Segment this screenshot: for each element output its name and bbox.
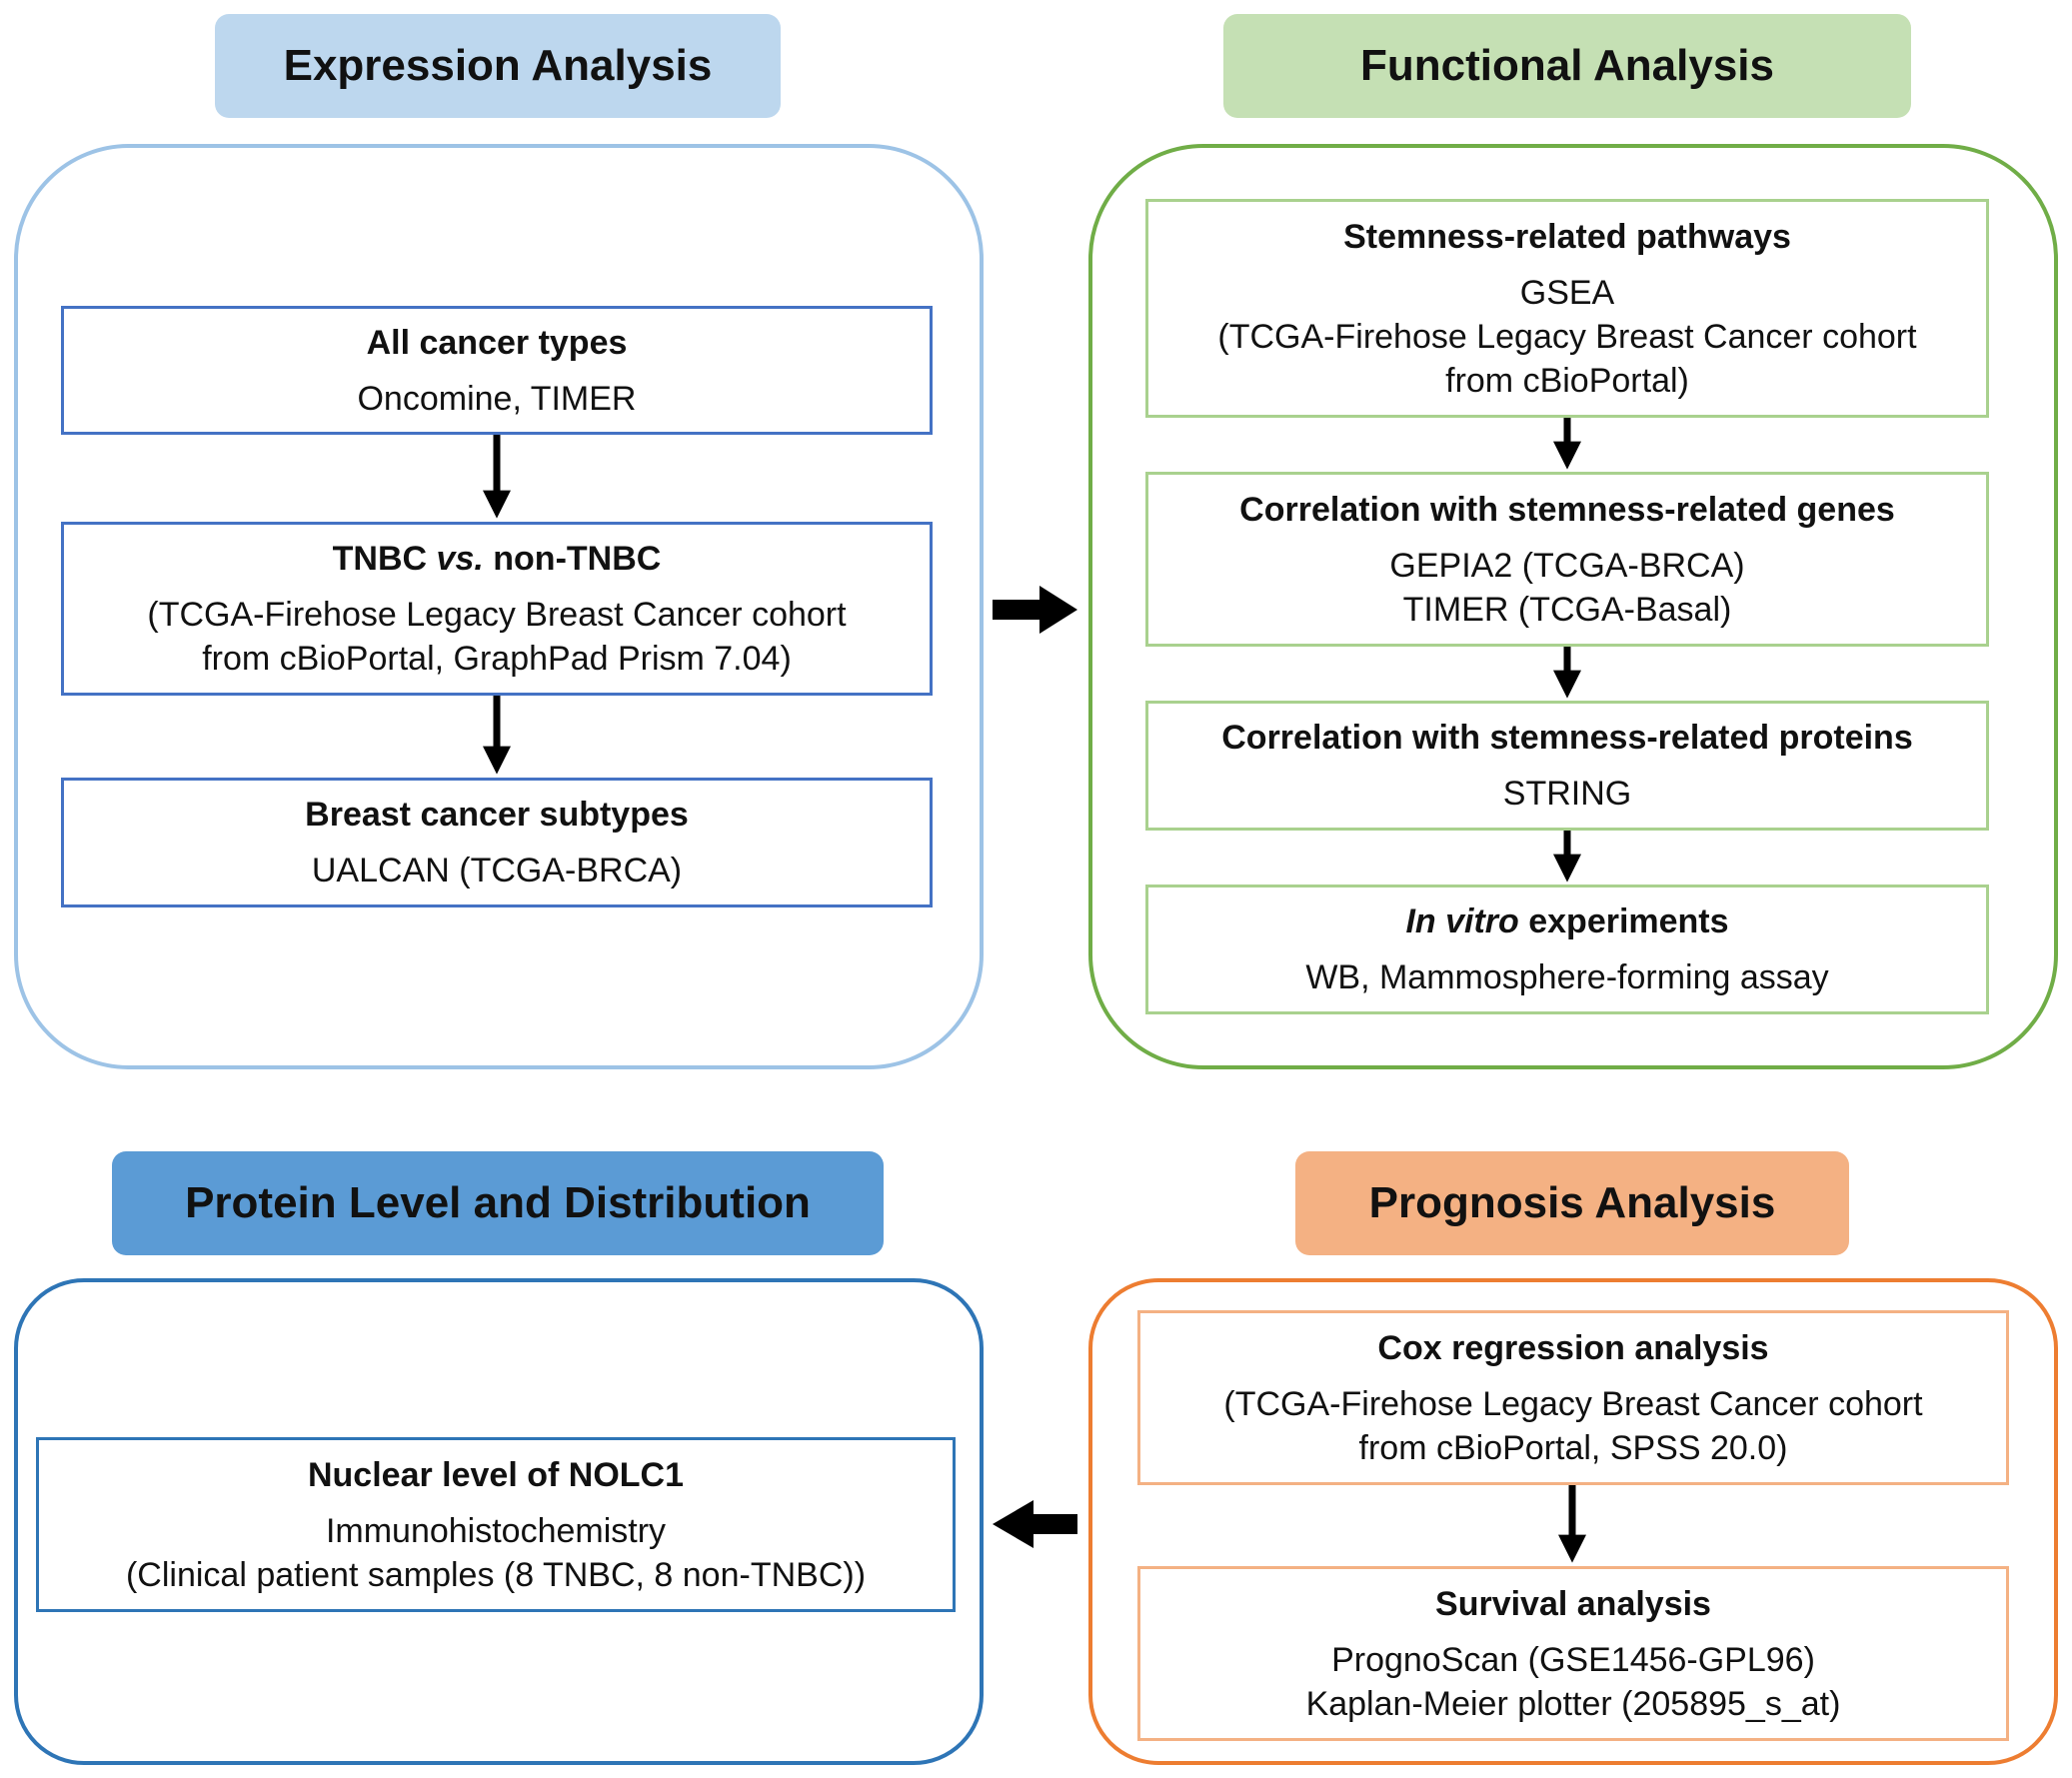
box-line: (TCGA-Firehose Legacy Breast Cancer coho… [1223, 1384, 1923, 1423]
box-line: STRING [1502, 775, 1632, 813]
box-line: Immunohistochemistry [325, 1511, 667, 1550]
box-line: GEPIA2 (TCGA-BRCA) [1389, 546, 1745, 585]
cox-regression-box: Cox regression analysis (TCGA-Firehose L… [1137, 1310, 2009, 1485]
box-line: (TCGA-Firehose Legacy Breast Cancer coho… [1217, 317, 1917, 356]
tnbc-vs-non-tnbc-box: TNBC vs. non-TNBC (TCGA-Firehose Legacy … [61, 522, 933, 696]
nuclear-level-box: Nuclear level of NOLC1 Immunohistochemis… [36, 1437, 956, 1612]
survival-analysis-box: Survival analysis PrognoScan (GSE1456-GP… [1137, 1566, 2009, 1741]
box-title: Breast cancer subtypes [305, 796, 689, 834]
box-line: UALCAN (TCGA-BRCA) [311, 852, 683, 889]
title-part: experiments [1518, 902, 1729, 940]
box-title: Stemness-related pathways [1343, 217, 1791, 256]
box-line: TIMER (TCGA-Basal) [1402, 590, 1732, 629]
box-title: Correlation with stemness-related genes [1239, 490, 1895, 529]
box-line: from cBioPortal, GraphPad Prism 7.04) [202, 640, 792, 678]
protein-level-header: Protein Level and Distribution [112, 1151, 884, 1255]
box-line: Oncomine, TIMER [357, 379, 637, 418]
box-title: Nuclear level of NOLC1 [307, 1455, 684, 1494]
box-line: WB, Mammosphere-forming assay [1305, 958, 1829, 996]
stemness-pathways-box: Stemness-related pathways GSEA (TCGA-Fir… [1145, 199, 1989, 418]
box-title: Cox regression analysis [1377, 1328, 1769, 1367]
stemness-genes-box: Correlation with stemness-related genes … [1145, 472, 1989, 647]
prognosis-analysis-header: Prognosis Analysis [1295, 1151, 1849, 1255]
all-cancer-types-box: All cancer types Oncomine, TIMER [61, 306, 933, 435]
title-italic-part: vs. [436, 540, 484, 578]
title-part: non-TNBC [483, 540, 662, 578]
right-block-arrow-icon [993, 586, 1077, 634]
box-title: Correlation with stemness-related protei… [1221, 719, 1913, 757]
in-vitro-experiments-box: In vitro experiments WB, Mammosphere-for… [1145, 885, 1989, 1014]
expression-analysis-header: Expression Analysis [215, 14, 781, 118]
box-line: GSEA [1519, 273, 1615, 312]
box-title: In vitro experiments [1405, 899, 1728, 943]
left-block-arrow-icon [993, 1500, 1077, 1548]
box-line: PrognoScan (GSE1456-GPL96) [1331, 1640, 1815, 1679]
box-title: TNBC vs. non-TNBC [333, 537, 662, 581]
title-italic-part: In vitro [1405, 902, 1519, 940]
box-title: All cancer types [366, 323, 628, 362]
functional-analysis-header: Functional Analysis [1223, 14, 1911, 118]
box-line: (TCGA-Firehose Legacy Breast Cancer coho… [147, 596, 847, 634]
stemness-proteins-box: Correlation with stemness-related protei… [1145, 701, 1989, 831]
box-title: Survival analysis [1435, 1584, 1711, 1623]
box-line: from cBioPortal) [1445, 361, 1689, 400]
box-line: from cBioPortal, SPSS 20.0) [1358, 1428, 1788, 1467]
box-line: (Clinical patient samples (8 TNBC, 8 non… [125, 1555, 867, 1594]
breast-cancer-subtypes-box: Breast cancer subtypes UALCAN (TCGA-BRCA… [61, 778, 933, 907]
title-part: TNBC [332, 540, 437, 578]
box-line: Kaplan-Meier plotter (205895_s_at) [1305, 1684, 1841, 1723]
